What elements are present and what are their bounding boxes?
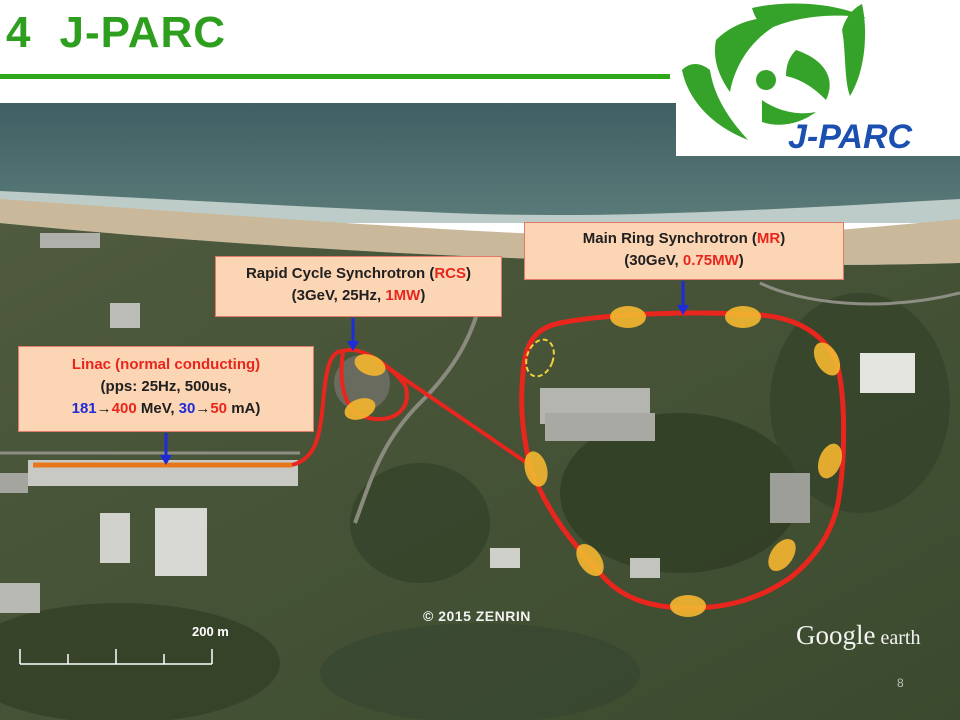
aerial-photo: [0, 103, 960, 720]
linac-energy-current: 181→400 MeV, 30→50 mA): [19, 398, 313, 420]
linac-title: Linac (normal conducting): [71, 356, 261, 373]
main-ring-callout: Main Ring Synchrotron (MR) (30GeV, 0.75M…: [524, 222, 844, 280]
watermark-google: Google: [796, 620, 876, 650]
logo-text: J-PARC: [788, 118, 912, 156]
magnets: [344, 306, 843, 617]
logo-mark: J-PARC: [682, 3, 912, 156]
energy-to: 400: [111, 400, 137, 417]
rcs-callout: Rapid Cycle Synchrotron (RCS) (3GeV, 25H…: [215, 256, 502, 317]
linac-callout: Linac (normal conducting) (pps: 25Hz, 50…: [18, 346, 314, 432]
current-unit: mA): [227, 400, 261, 417]
rcs-power: 1MW: [385, 287, 421, 304]
mr-power: 0.75MW: [682, 252, 739, 269]
linac-params: (pps: 25Hz, 500us,: [100, 378, 232, 395]
rcs-line2-prefix: (3GeV, 25Hz,: [291, 287, 386, 304]
page-number: 8: [897, 676, 904, 690]
current-arrow: →: [195, 400, 211, 417]
google-earth-watermark: Google earth: [796, 620, 920, 651]
main-ring: [519, 310, 847, 611]
scale-label: 200 m: [192, 624, 229, 639]
injection-marker: [525, 338, 555, 378]
mr-line1-prefix: Main Ring Synchrotron (: [582, 230, 757, 247]
title-text: J-PARC: [59, 8, 227, 57]
title-underline: [0, 74, 670, 79]
mr-abbrev: MR: [756, 230, 781, 247]
pointer-arrows: [160, 281, 689, 465]
rcs-line2-suffix: ): [420, 287, 426, 304]
rcs-abbrev: RCS: [434, 265, 467, 282]
surf: [0, 191, 960, 223]
energy-arrow: →: [96, 400, 112, 417]
energy-from: 181: [71, 400, 97, 417]
current-to: 50: [210, 400, 228, 417]
rcs-line1-suffix: ): [466, 265, 472, 282]
aerial-map-svg: [0, 103, 960, 720]
mr-line2-prefix: (30GeV,: [624, 252, 683, 269]
current-from: 30: [178, 400, 196, 417]
map-copyright: © 2015 ZENRIN: [423, 608, 531, 624]
energy-unit: MeV,: [136, 400, 179, 417]
rcs-to-mr-line: [376, 359, 532, 467]
watermark-earth: earth: [875, 627, 921, 649]
scale-bar: [19, 649, 213, 665]
mr-line1-suffix: ): [780, 230, 786, 247]
j-parc-logo: J-PARC: [676, 0, 960, 156]
page-title: 4 J-PARC: [6, 8, 226, 58]
section-number: 4: [6, 8, 32, 57]
linac-to-rcs-line: [291, 349, 344, 467]
mr-line2-suffix: ): [738, 252, 744, 269]
rcs-line1-prefix: Rapid Cycle Synchrotron (: [245, 265, 435, 282]
